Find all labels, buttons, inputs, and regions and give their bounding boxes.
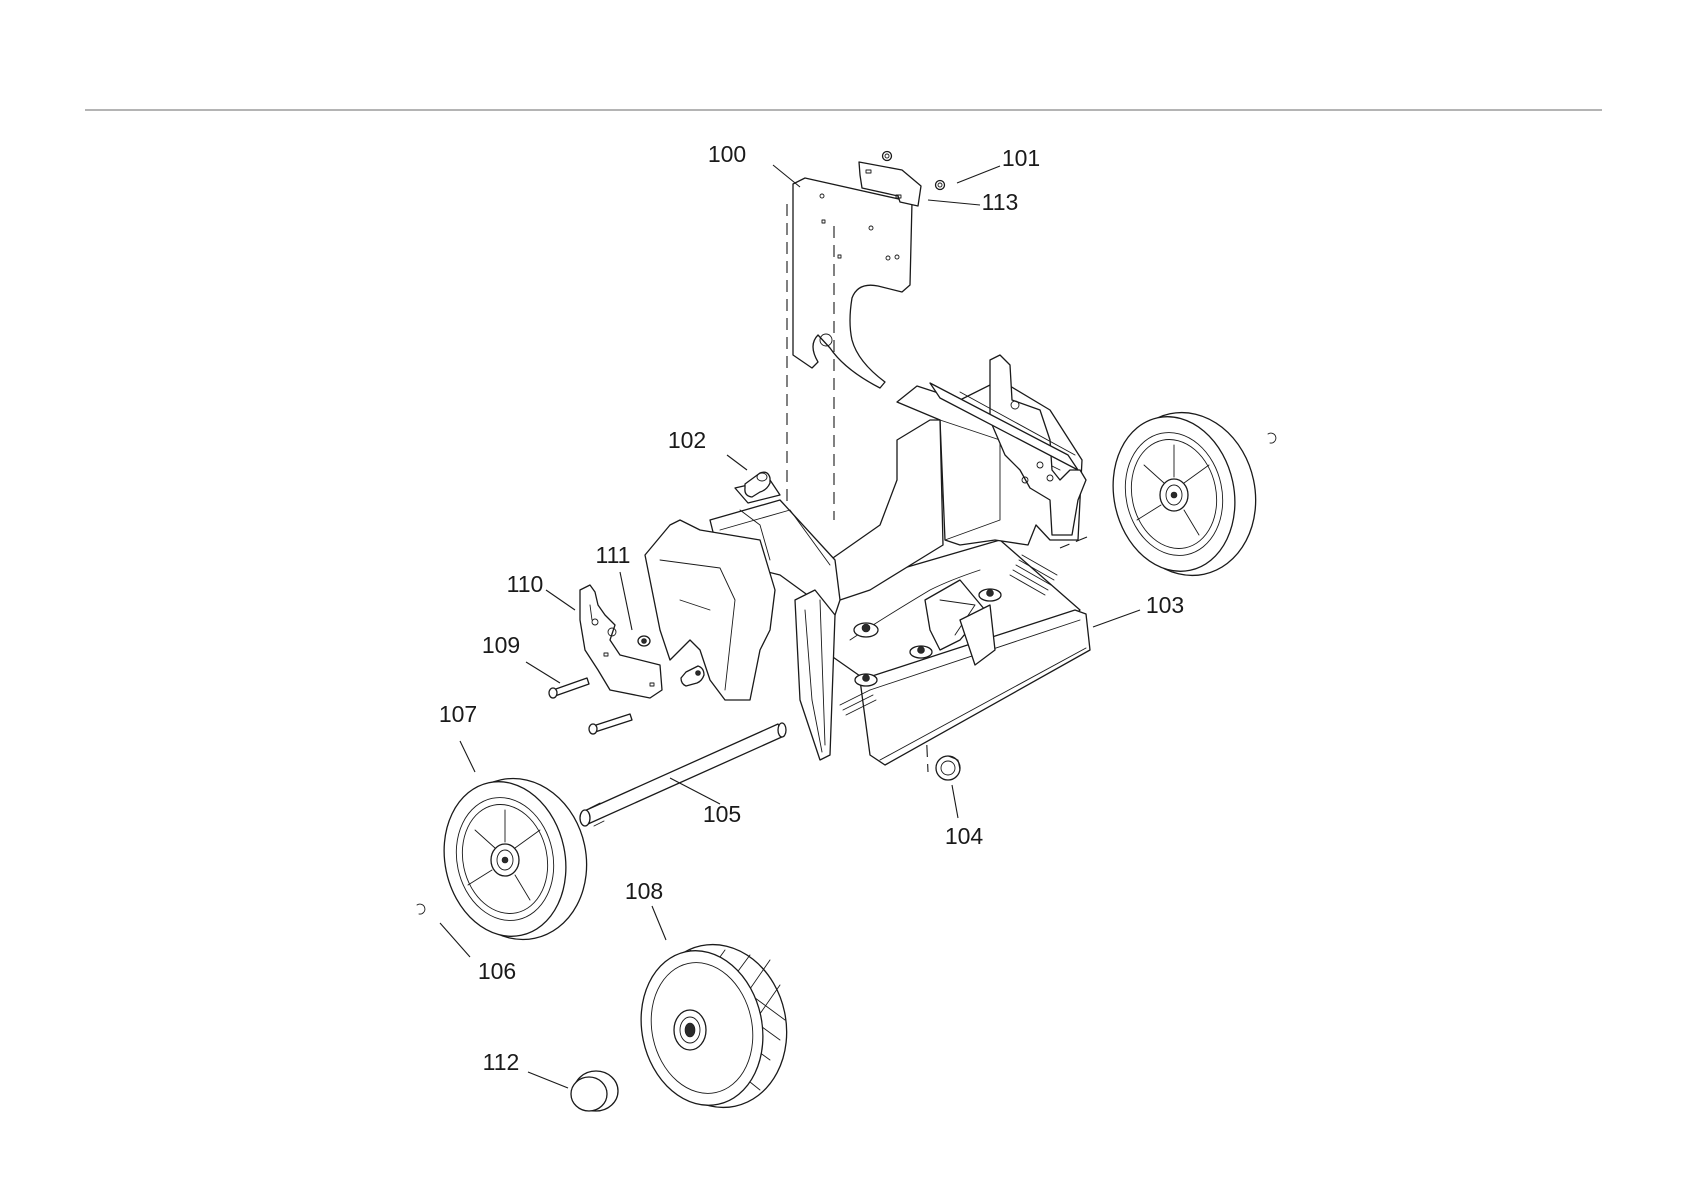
callout-106: 106 xyxy=(478,958,516,984)
callout-113: 113 xyxy=(982,189,1019,215)
part-112-hub-cap xyxy=(571,1071,618,1111)
callout-103: 103 xyxy=(1146,592,1184,618)
callout-109: 109 xyxy=(482,632,520,658)
callout-101: 101 xyxy=(1002,145,1040,171)
callout-105: 105 xyxy=(703,801,741,827)
callout-104: 104 xyxy=(945,823,984,849)
part-108-treaded-wheel xyxy=(627,932,801,1121)
part-105-axle xyxy=(580,723,786,826)
part-107-left-wheel xyxy=(430,766,601,953)
callout-107: 107 xyxy=(439,701,477,727)
callout-100: 100 xyxy=(708,141,746,167)
callout-111: 111 xyxy=(596,542,631,568)
right-wheel xyxy=(1099,400,1270,589)
callout-108: 108 xyxy=(625,878,663,904)
part-104-bushing xyxy=(936,756,960,780)
part-100-mounting-plate xyxy=(793,178,912,388)
callout-112: 112 xyxy=(483,1049,520,1075)
part-103-main-frame xyxy=(645,355,1090,765)
callout-102: 102 xyxy=(668,427,706,453)
callout-110: 110 xyxy=(507,571,544,597)
